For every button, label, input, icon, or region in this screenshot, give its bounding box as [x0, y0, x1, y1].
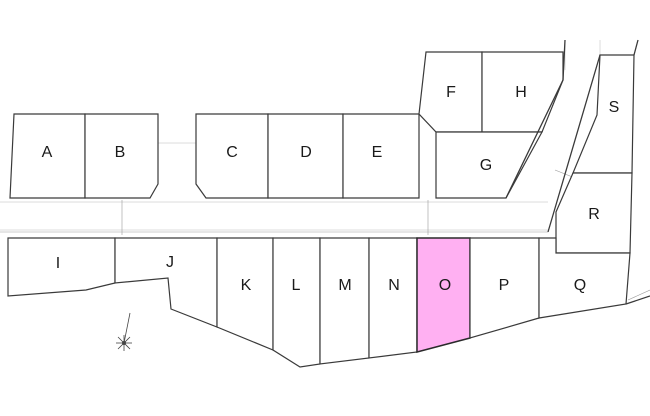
lot-label-R: R [588, 206, 600, 223]
north-arrow-icon [116, 312, 132, 351]
lot-label-D: D [300, 144, 312, 161]
lot-label-K: K [241, 277, 252, 294]
lot-C[interactable] [195, 113, 269, 199]
lot-label-M: M [338, 277, 351, 294]
boundary-lines [505, 39, 650, 305]
lot-label-H: H [515, 84, 527, 101]
lot-label-Q: Q [574, 277, 586, 294]
road-lines [0, 40, 650, 301]
lot-I[interactable] [7, 237, 116, 297]
lot-label-O: O [439, 277, 451, 294]
lot-label-S: S [609, 99, 620, 116]
lot-labels: A B C D E F H G S R I J K L M N O P Q [42, 84, 620, 294]
lot-label-G: G [480, 157, 492, 174]
lot-label-I: I [56, 255, 60, 272]
lot-label-F: F [446, 84, 456, 101]
lot-Q[interactable] [538, 237, 631, 319]
lot-label-C: C [226, 144, 238, 161]
lot-label-N: N [388, 277, 400, 294]
lot-E[interactable] [342, 113, 420, 199]
lot-label-J: J [166, 254, 174, 271]
lot-M[interactable] [319, 237, 370, 365]
lot-H[interactable] [481, 51, 564, 133]
lot-label-A: A [42, 144, 53, 161]
lot-B[interactable] [84, 113, 159, 199]
lot-O[interactable] [416, 237, 471, 353]
lot-J[interactable] [114, 237, 218, 328]
lot-L[interactable] [272, 237, 321, 368]
lot-label-P: P [499, 277, 510, 294]
lot-label-B: B [115, 144, 126, 161]
lot-label-E: E [372, 144, 383, 161]
lot-label-L: L [292, 277, 301, 294]
lot-N[interactable] [368, 237, 418, 359]
lot-K[interactable] [216, 237, 274, 351]
